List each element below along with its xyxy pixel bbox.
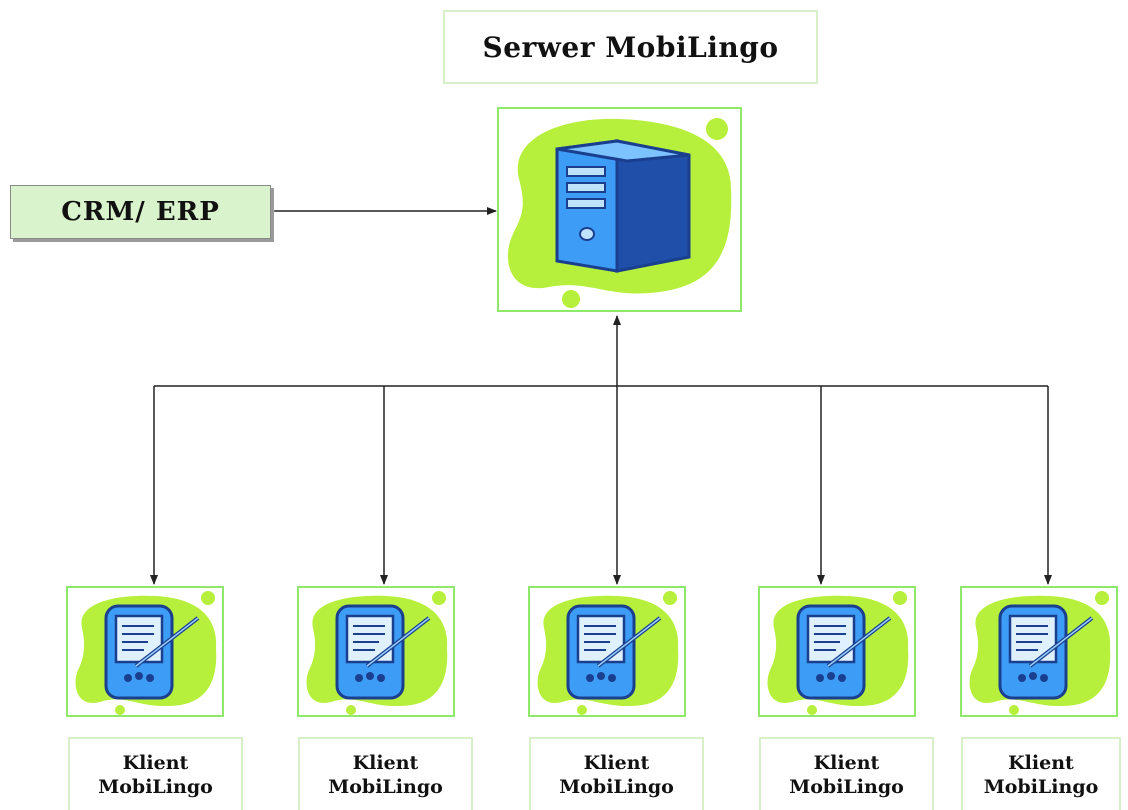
client-node-5: [960, 586, 1118, 717]
client-label-line2: MobiLingo: [98, 775, 213, 798]
client-label-4: Klient MobiLingo: [759, 737, 934, 810]
client-label-line2: MobiLingo: [789, 775, 904, 798]
client-node-4: [758, 586, 916, 717]
pda-icon: [75, 591, 217, 715]
client-label-line2: MobiLingo: [559, 775, 674, 798]
client-label-5: Klient MobiLingo: [961, 737, 1121, 810]
pda-icon: [306, 591, 448, 715]
client-label-2: Klient MobiLingo: [298, 737, 473, 810]
pda-icon: [969, 591, 1111, 715]
client-node-1: [66, 586, 224, 717]
client-label-line1: Klient: [122, 751, 189, 774]
client-label-line1: Klient: [813, 751, 880, 774]
crm-erp-box: CRM/ ERP: [10, 185, 271, 239]
server-title: Serwer MobiLingo: [482, 30, 779, 64]
crm-erp-label: CRM/ ERP: [61, 197, 220, 227]
client-label-line1: Klient: [352, 751, 419, 774]
pda-icon: [767, 591, 909, 715]
client-label-line1: Klient: [583, 751, 650, 774]
client-node-3: [528, 586, 686, 717]
server-title-box: Serwer MobiLingo: [443, 10, 818, 84]
client-label-line2: MobiLingo: [983, 775, 1099, 798]
server-icon: [507, 118, 732, 308]
server-node: [497, 107, 742, 312]
client-node-2: [297, 586, 455, 717]
client-label-3: Klient MobiLingo: [529, 737, 704, 810]
client-label-1: Klient MobiLingo: [68, 737, 243, 810]
client-label-line2: MobiLingo: [328, 775, 443, 798]
pda-icon: [537, 591, 679, 715]
client-label-line1: Klient: [1008, 751, 1074, 774]
